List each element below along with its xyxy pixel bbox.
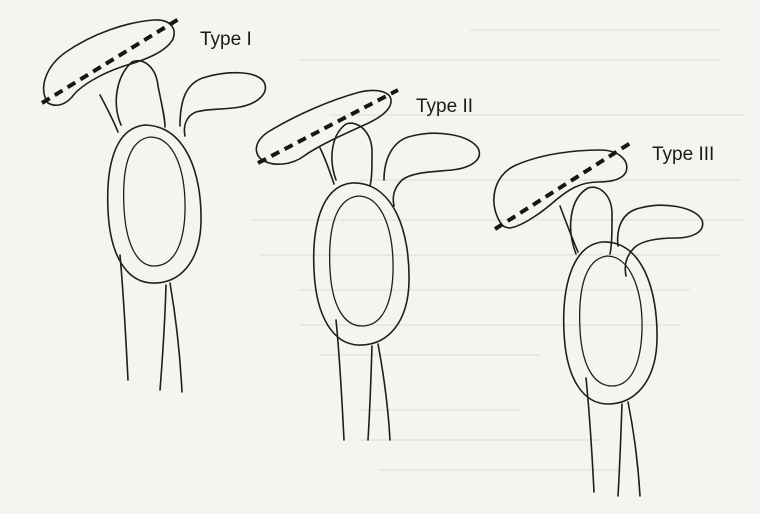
glenoid-type-2 [314, 183, 409, 345]
scapula-type-3: Type III [494, 142, 714, 496]
scapula-body-type-3 [586, 378, 640, 496]
scapula-type-1: Type I [42, 17, 265, 392]
glenoid-type-3 [564, 242, 657, 404]
coracoid-type-1 [116, 61, 265, 136]
coracoid-type-2 [332, 123, 479, 206]
scapular-spine-type-1 [100, 95, 118, 132]
glenoid-inner-type-1 [124, 137, 185, 266]
scapula-type-2: Type II [256, 90, 479, 440]
scapula-body-type-2 [336, 320, 390, 440]
glenoid-inner-type-2 [330, 196, 393, 326]
acromial-slope-line-type-2 [258, 90, 398, 163]
scapular-spine-type-3 [560, 206, 578, 252]
coracoid-type-3 [571, 187, 703, 276]
acromial-slope-line-type-1 [42, 17, 182, 103]
page-bleed-through [250, 30, 745, 470]
type-label-1: Type I [200, 29, 252, 50]
scapula-body-type-1 [120, 255, 182, 392]
glenoid-type-1 [108, 125, 201, 283]
glenoid-inner-type-3 [580, 256, 642, 386]
type-label-3: Type III [652, 144, 714, 165]
type-label-2: Type II [416, 96, 473, 117]
